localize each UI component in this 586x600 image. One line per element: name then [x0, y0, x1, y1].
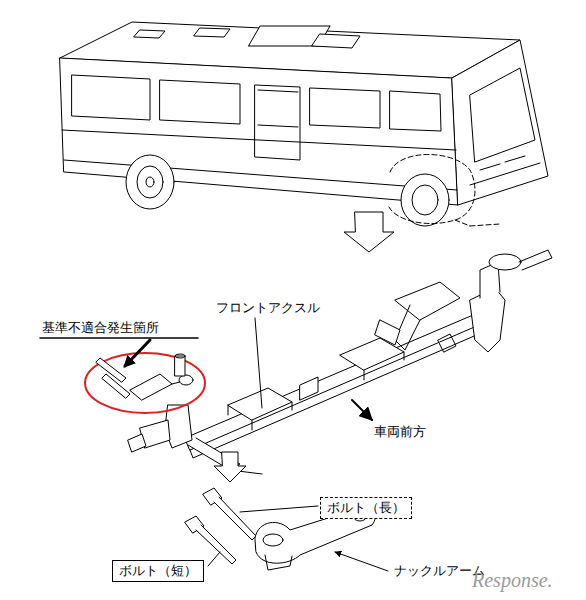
highlight-ellipse: [85, 353, 205, 413]
direction-label: 車両前方: [372, 424, 428, 440]
small-arrow: [214, 452, 246, 482]
direction-arrow: [352, 400, 372, 420]
big-arrow: [344, 212, 394, 252]
leader-line: [208, 552, 220, 566]
leader-arrow: [125, 340, 150, 366]
front-axle-drawing: [128, 250, 552, 474]
watermark: Response.: [470, 572, 555, 588]
leader-line: [240, 506, 318, 512]
callout-box: ボルト（長）: [320, 497, 412, 519]
part-name: ボルト（長）: [327, 500, 405, 515]
leader-line: [40, 337, 198, 339]
leader-arrow: [335, 552, 388, 571]
callout-box: ボルト（短）: [112, 560, 204, 582]
part-name: ボルト（短）: [119, 563, 197, 578]
leader-line: [255, 318, 262, 408]
bus-drawing: [60, 22, 548, 226]
highlight-parts: [96, 354, 193, 400]
callout-label: 基準不適合発生箇所: [40, 320, 161, 336]
part-name: フロントアクスル: [214, 300, 322, 316]
